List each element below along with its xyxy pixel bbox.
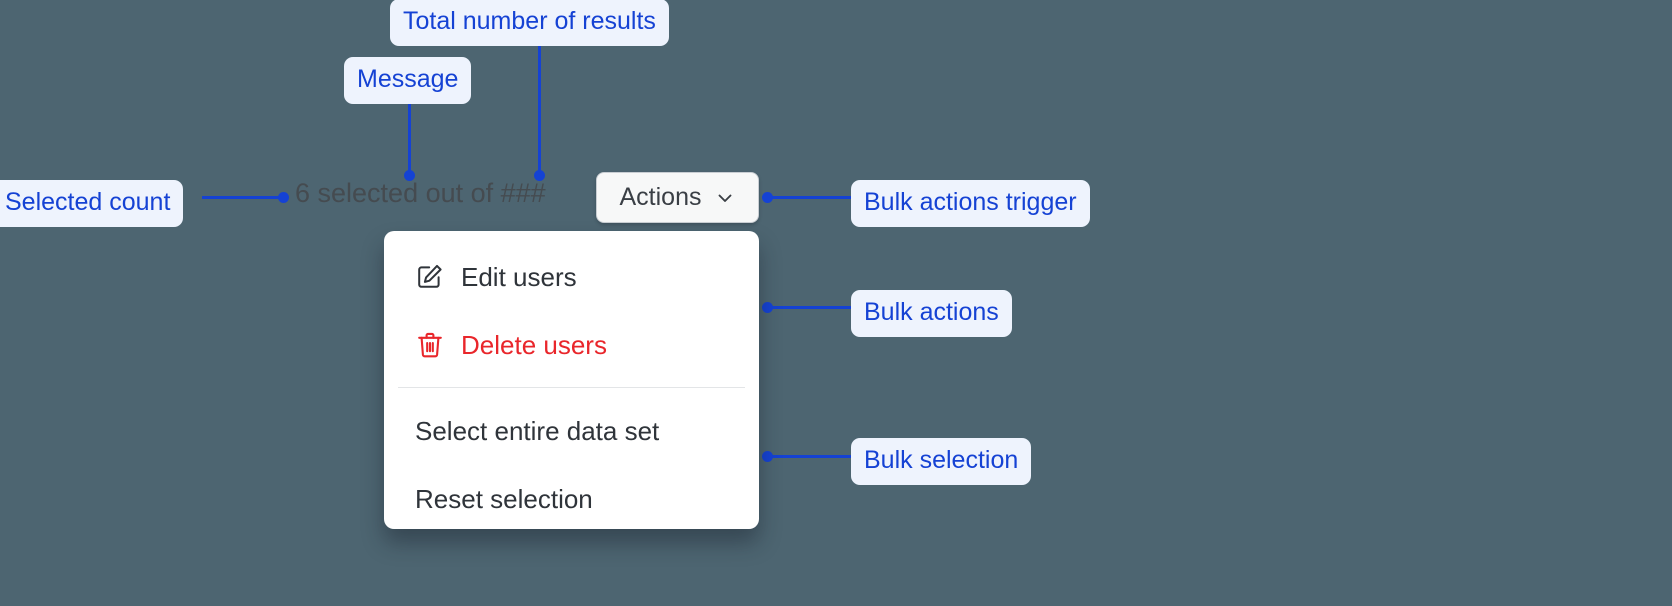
menu-item-label: Delete users <box>461 330 607 360</box>
callout-bulk-selection: Bulk selection <box>851 438 1032 485</box>
menu-item-reset-selection[interactable]: Reset selection <box>384 465 759 529</box>
callout-message: Message <box>344 57 472 104</box>
connector-line-bulk-actions <box>770 306 854 309</box>
connector-line-total-results <box>538 38 541 175</box>
menu-item-delete-users[interactable]: Delete users <box>384 311 759 379</box>
connector-line-bulk-selection <box>770 455 854 458</box>
connector-dot-message <box>404 170 415 181</box>
chevron-down-icon <box>715 188 735 208</box>
bulk-actions-trigger-button[interactable]: Actions <box>596 172 759 223</box>
connector-dot-bulk-actions-trigger <box>762 192 773 203</box>
actions-button-label: Actions <box>619 183 702 211</box>
edit-pencil-icon <box>415 262 445 292</box>
callout-selected-count: Selected count <box>0 180 184 227</box>
menu-item-label: Select entire data set <box>415 416 660 446</box>
menu-item-edit-users[interactable]: Edit users <box>384 243 759 311</box>
connector-line-selected-count <box>202 196 287 199</box>
connector-line-bulk-actions-trigger <box>770 196 854 199</box>
callout-total-number-of-results: Total number of results <box>390 0 669 46</box>
bulk-actions-dropdown-menu: Edit users Delete users Select entire da… <box>384 231 759 529</box>
callout-bulk-actions-trigger: Bulk actions trigger <box>851 180 1090 227</box>
menu-item-select-entire-data-set[interactable]: Select entire data set <box>384 397 759 465</box>
menu-top-spacer <box>384 231 759 243</box>
connector-dot-selected-count <box>278 192 289 203</box>
selection-count-message: 6 selected out of ### <box>295 178 546 208</box>
menu-group-divider <box>398 387 745 388</box>
connector-dot-bulk-actions <box>762 302 773 313</box>
trash-icon <box>415 330 445 360</box>
connector-dot-bulk-selection <box>762 451 773 462</box>
callout-bulk-actions: Bulk actions <box>851 290 1012 337</box>
connector-line-message <box>408 92 411 175</box>
menu-item-label: Edit users <box>461 262 577 292</box>
connector-dot-total-results <box>534 170 545 181</box>
menu-item-label: Reset selection <box>415 484 593 514</box>
